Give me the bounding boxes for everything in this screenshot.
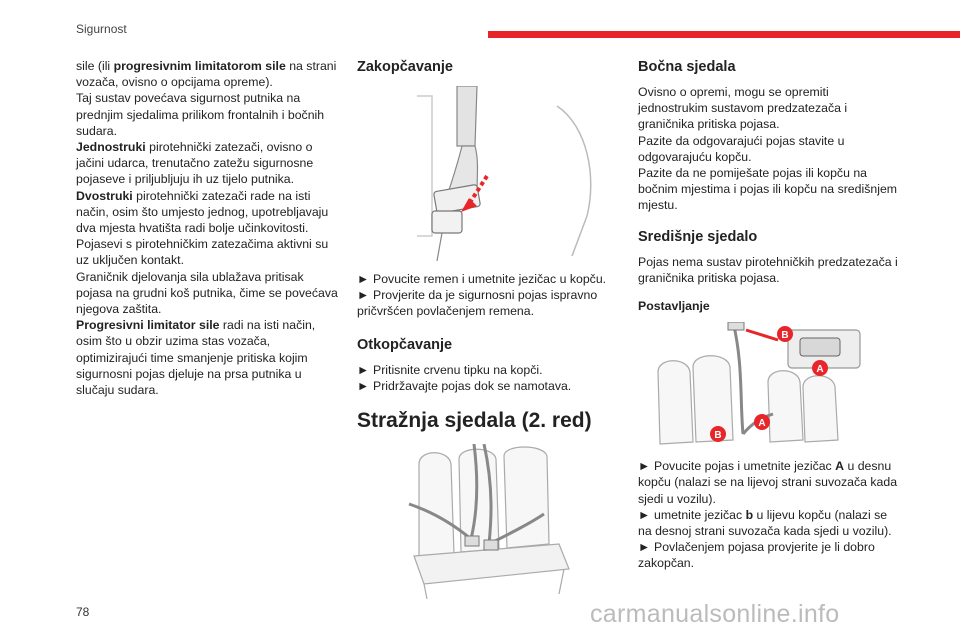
label-a-upper: A [812,360,828,377]
label-b-upper: B [777,326,793,343]
section-title: Sigurnost [76,22,127,36]
paragraph: Taj sustav povećava sigurnost putnika na… [76,91,325,138]
paragraph: Dvostruki pirotehnički zatezači rade na … [76,188,329,236]
paragraph: Graničnik djelovanja sila ublažava priti… [76,269,338,317]
rear-seats-illustration [408,444,570,600]
red-arrow-icon [461,174,489,212]
label-b-lower: B [710,426,726,443]
svg-text:A: A [816,364,823,375]
list-item: ►umetnite jezičac b u lijevu kopču (nala… [638,507,892,539]
list-item: ►Pritisnite crvenu tipku na kopči. [357,362,543,377]
heading-fasten: Zakopčavanje [357,59,453,75]
column-middle: Zakopčavanje ►Povucite remen i umetnite … [357,58,615,609]
center-belt-installation-illustration: B A B A [657,322,861,445]
list-item: ►Povucite pojas i umetnite jezičac A u d… [638,459,898,506]
list-item: ►Provjerite da je sigurnosni pojas ispra… [357,288,598,319]
svg-text:B: B [781,330,788,341]
paragraph: Pazite da odgovarajući pojas stavite u o… [638,133,845,164]
heading-installation: Postavljanje [638,299,710,314]
watermark: carmanualsonline.info [590,600,840,628]
heading-rear-seats: Stražnja sjedala (2. red) [357,409,592,433]
column-right: Bočna sjedala Ovisno o opremi, mogu se o… [638,58,900,572]
page-number: 78 [76,605,90,619]
seatbelt-fasten-illustration [357,86,607,261]
svg-text:A: A [758,418,765,429]
paragraph: Pojas nema sustav pirotehničkih predzate… [638,254,898,285]
paragraph: Ovisno o opremi, mogu se opremiti jednos… [638,85,848,132]
paragraph: Pojasevi s pirotehničkim zatezačima akti… [76,237,329,268]
heading-side-seats: Bočna sjedala [638,59,736,75]
paragraph: Progresivni limitator sile radi na isti … [76,318,316,398]
paragraph: Jednostruki pirotehnički zatezači, ovisn… [76,140,314,187]
header-accent-bar [488,31,960,38]
paragraph: sile (ili progresivnim limitatorom sile … [76,59,337,90]
column-left: sile (ili progresivnim limitatorom sile … [76,58,338,398]
label-a-lower: A [754,414,770,431]
page-header: Sigurnost [0,0,960,46]
list-item: ►Povlačenjem pojasa provjerite je li dob… [638,540,875,571]
heading-unfasten: Otkopčavanje [357,336,453,353]
svg-text:B: B [714,430,721,441]
heading-center-seat: Središnje sjedalo [638,228,758,245]
list-item: ►Pridržavajte pojas dok se namotava. [357,378,572,393]
paragraph: Pazite da ne pomiješate pojas ili kopču … [638,166,898,213]
list-item: ►Povucite remen i umetnite jezičac u kop… [357,272,607,286]
